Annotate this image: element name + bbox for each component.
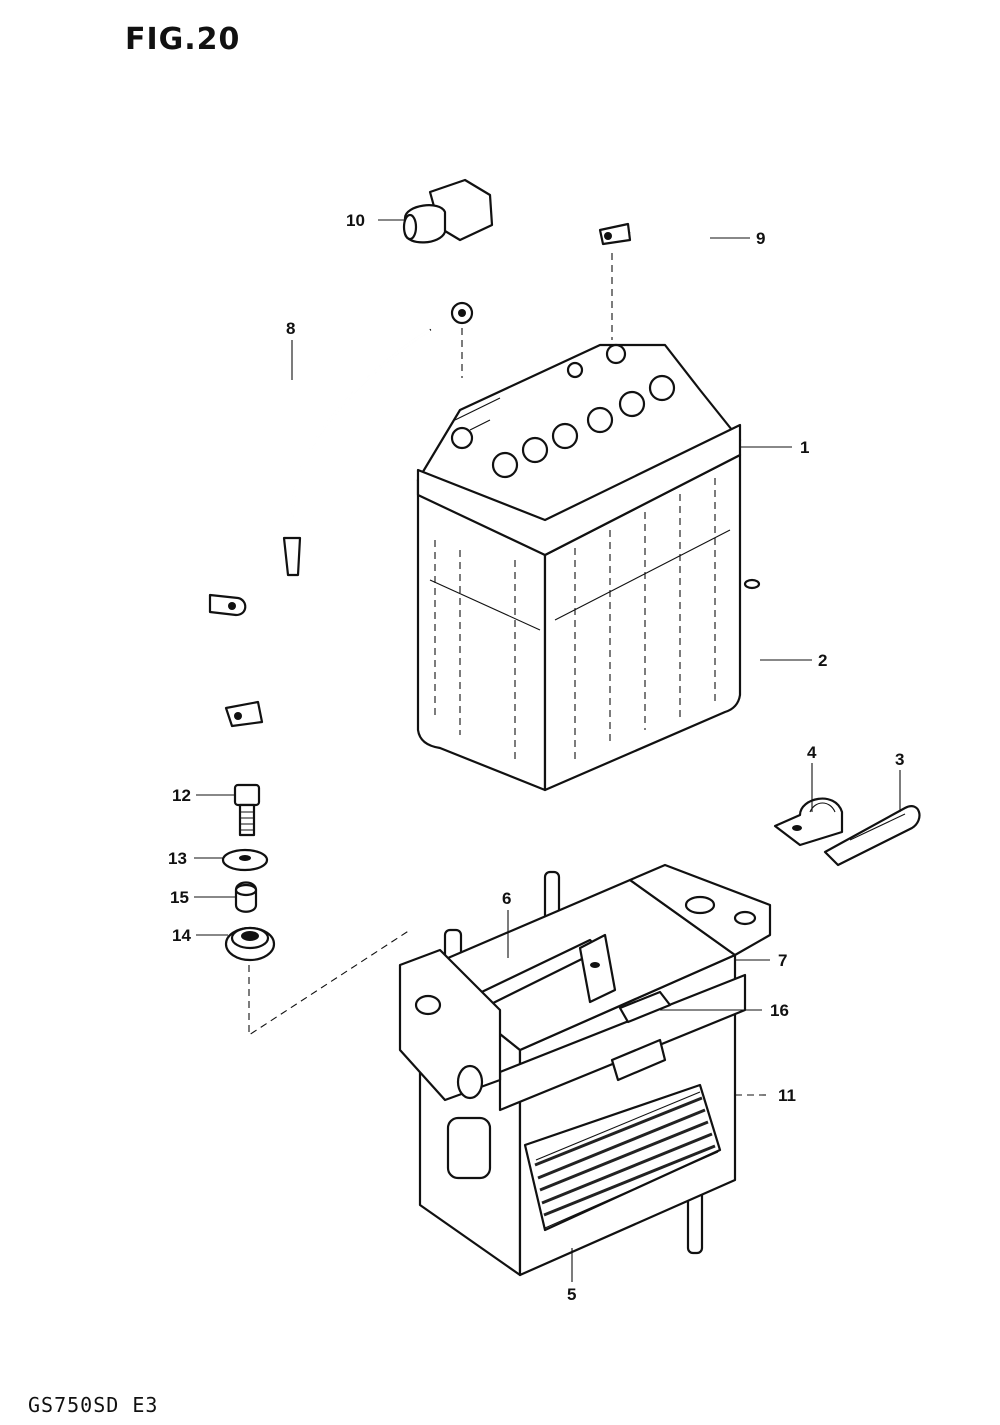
callout-7: 7: [778, 951, 787, 970]
callout-2: 2: [818, 651, 827, 670]
callout-11: 11: [778, 1086, 796, 1105]
callout-14: 14: [172, 926, 191, 945]
model-code: GS750SD E3: [28, 1393, 159, 1417]
callout-15: 15: [170, 888, 189, 907]
callout-13: 13: [168, 849, 187, 868]
spacer: [234, 881, 258, 913]
tray-floor-hatching: [534, 1091, 719, 1229]
washer: [221, 848, 269, 872]
callout-4: 4: [807, 743, 817, 762]
holder: [823, 805, 921, 867]
phantom-lines: [248, 253, 613, 1037]
callout-8: 8: [286, 319, 295, 338]
leader-lines: [194, 219, 901, 1282]
battery-cable-negative: [176, 301, 474, 617]
battery-case: [398, 863, 772, 1277]
figure-title: FIG.20: [125, 22, 241, 57]
terminal-cover: [402, 178, 494, 244]
cushion: [224, 926, 276, 962]
callout-12: 12: [172, 786, 191, 805]
callout-10: 10: [346, 211, 365, 230]
bolt: [233, 783, 261, 837]
callout-16: 16: [770, 1001, 789, 1020]
callout-9: 9: [756, 229, 765, 248]
callout-5: 5: [567, 1285, 576, 1304]
battery-cell-caps: [450, 343, 676, 479]
breather-tube: [688, 578, 761, 912]
callout-1: 1: [800, 438, 809, 457]
battery: [416, 343, 742, 792]
callout-labels: 1 2 3 4 5 6 7 8 9 10 11 12 13 14 15 16: [168, 211, 904, 1304]
callout-3: 3: [895, 750, 904, 769]
battery-cable-positive: [224, 211, 709, 728]
clamp: [773, 797, 844, 847]
callout-6: 6: [502, 889, 511, 908]
